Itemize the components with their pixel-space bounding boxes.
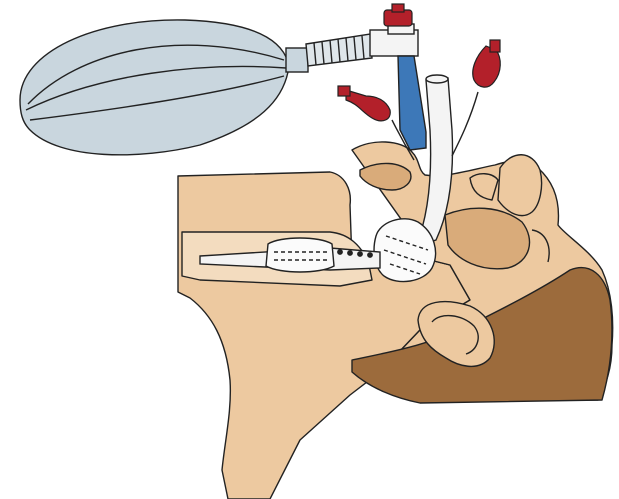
pilot-line-right	[452, 92, 478, 156]
laryngeal-cuff	[374, 219, 435, 282]
breathing-bag	[20, 20, 418, 155]
white-tube-opening	[426, 75, 448, 83]
top-valve	[384, 4, 412, 26]
nasal-cavity	[360, 163, 411, 190]
bag-body	[20, 20, 288, 155]
head-figure	[178, 142, 613, 499]
right-valve	[473, 40, 501, 87]
nose	[498, 155, 542, 216]
left-valve	[338, 86, 390, 121]
bag-neck	[286, 48, 308, 72]
lower-balloon	[266, 238, 334, 272]
blue-tube	[398, 56, 426, 150]
